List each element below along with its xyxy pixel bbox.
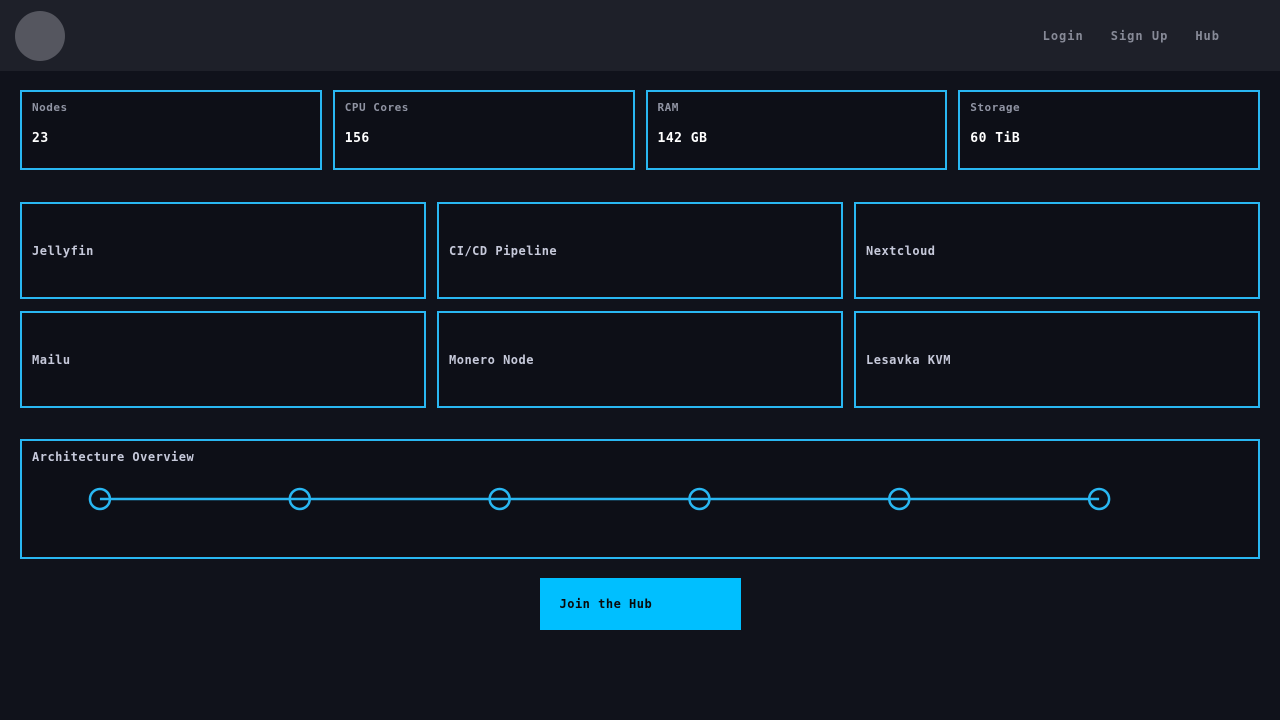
service-card-nextcloud[interactable]: Nextcloud	[854, 202, 1260, 299]
service-card-monero-node[interactable]: Monero Node	[437, 311, 843, 408]
stat-label: RAM	[657, 101, 679, 114]
stat-value: 142 GB	[657, 131, 708, 146]
stat-label: Nodes	[32, 101, 68, 114]
service-name: Jellyfin	[32, 243, 94, 258]
service-card-mailu[interactable]: Mailu	[20, 311, 426, 408]
service-card-cicd-pipeline[interactable]: CI/CD Pipeline	[437, 202, 843, 299]
service-card-jellyfin[interactable]: Jellyfin	[20, 202, 426, 299]
nav-links: Login Sign Up Hub	[1043, 29, 1220, 43]
service-name: Mailu	[32, 352, 71, 367]
service-name: Nextcloud	[866, 243, 936, 258]
stat-label: CPU Cores	[344, 101, 409, 114]
join-hub-button[interactable]: Join the Hub	[539, 578, 741, 630]
architecture-node-circle	[288, 487, 312, 511]
navbar: Login Sign Up Hub	[0, 0, 1280, 71]
stat-card-ram: RAM 142 GB	[645, 90, 948, 170]
services-grid: Jellyfin CI/CD Pipeline Nextcloud Mailu …	[20, 202, 1260, 408]
stat-value: 23	[32, 131, 49, 146]
architecture-node-circle	[488, 487, 511, 511]
architecture-node-circle	[888, 487, 911, 511]
architecture-diagram	[88, 487, 1111, 511]
stat-value: 156	[344, 131, 370, 146]
stats-row: Nodes 23 CPU Cores 156 RAM 142 GB Storag…	[20, 90, 1260, 170]
architecture-node-circle	[1087, 487, 1111, 511]
stat-card-nodes: Nodes 23	[20, 90, 322, 170]
nav-link-signup[interactable]: Sign Up	[1110, 28, 1169, 43]
logo-avatar[interactable]	[15, 10, 65, 61]
service-name: Lesavka KVM	[866, 352, 951, 367]
stat-label: Storage	[970, 101, 1021, 114]
nav-link-login[interactable]: Login	[1042, 28, 1084, 43]
stat-card-storage: Storage 60 TiB	[958, 90, 1260, 170]
service-card-lesavka-kvm[interactable]: Lesavka KVM	[854, 311, 1260, 408]
stat-value: 60 TiB	[970, 131, 1021, 146]
service-name: CI/CD Pipeline	[449, 243, 558, 258]
architecture-node-circle	[88, 487, 112, 511]
main-content: Nodes 23 CPU Cores 156 RAM 142 GB Storag…	[0, 90, 1280, 630]
cta-row: Join the Hub	[20, 578, 1260, 630]
nav-link-hub[interactable]: Hub	[1195, 28, 1220, 43]
architecture-title: Architecture Overview	[32, 450, 195, 464]
stat-card-cpu-cores: CPU Cores 156	[332, 90, 635, 170]
architecture-node-circle	[688, 487, 711, 511]
service-name: Monero Node	[449, 352, 534, 367]
architecture-panel: Architecture Overview	[20, 439, 1260, 559]
